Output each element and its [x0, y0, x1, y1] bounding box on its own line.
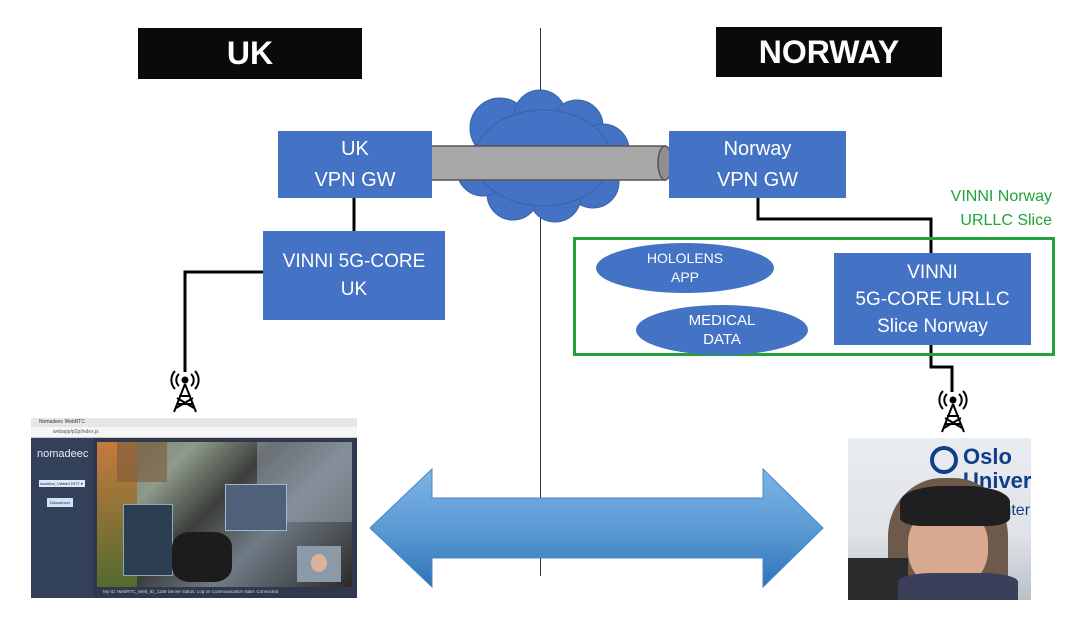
- norway-antenna-icon: [938, 390, 968, 433]
- no-core-line2: 5G-CORE URLLC: [855, 288, 1010, 310]
- hololens-headset: [900, 486, 1010, 526]
- slice-label-line1: VINNI Norway: [950, 188, 1052, 205]
- no-core-line3: Slice Norway: [877, 315, 988, 337]
- center-divider: [540, 28, 541, 576]
- uk-core-antenna-line: [183, 270, 263, 372]
- hololens-app-ellipse: HOLOLENS APP: [596, 243, 774, 293]
- uk-vpn-gw-box: UK VPN GW: [278, 131, 432, 198]
- oslo-logo-icon: [930, 446, 958, 474]
- uk-core-box: VINNI 5G-CORE UK: [263, 231, 445, 320]
- urllc-slice-boundary: [573, 237, 1055, 356]
- no-core-antenna-line: [929, 345, 954, 392]
- app-dropdown[interactable]: Isolation_Vlabed 1977 ▾: [39, 480, 85, 487]
- hololens-line2: APP: [670, 269, 699, 285]
- internet-cloud: [409, 89, 673, 223]
- uk-app-screenshot: Nomadeec WebRTC webapp/p2p/index.js noma…: [31, 418, 357, 598]
- browser-tab-title: Nomadeec WebRTC: [39, 419, 85, 425]
- hololens-line1: HOLOLENS: [646, 250, 724, 266]
- uk-antenna-icon: [170, 370, 200, 413]
- slice-label: VINNI Norway URLLC Slice: [880, 185, 1052, 233]
- medical-line2: DATA: [703, 331, 741, 348]
- uk-vpn-line2: VPN GW: [314, 168, 396, 191]
- no-vpn-line2: VPN GW: [716, 168, 799, 191]
- uk-header: UK: [138, 28, 362, 79]
- browser-tabbar: Nomadeec WebRTC: [31, 418, 357, 427]
- oslo-photo: Oslo Univer Inter: [848, 438, 1031, 600]
- medical-data-ellipse: MEDICAL DATA: [636, 305, 808, 355]
- status-bar: My ID: WebRTC_Web_ID_1159 Server status:…: [103, 589, 279, 594]
- app-logo: nomadeec: [37, 448, 89, 460]
- no-core-line1: VINNI: [907, 261, 958, 283]
- uk-core-line1: VINNI 5G-CORE: [282, 250, 426, 272]
- norway-vpn-gw-box: Norway VPN GW: [669, 131, 846, 198]
- norway-header: NORWAY: [716, 27, 942, 77]
- norway-core-box: VINNI 5G-CORE URLLC Slice Norway: [834, 253, 1031, 345]
- uk-core-line2: UK: [340, 278, 368, 300]
- pip-video: [297, 546, 341, 582]
- app-sidebar: nomadeec Isolation_Vlabed 1977 ▾ Disconn…: [31, 438, 93, 598]
- uk-vpn-line1: UK: [341, 137, 369, 160]
- vpn-tunnel: [409, 145, 666, 181]
- medical-line1: MEDICAL: [688, 312, 756, 329]
- browser-address: webapp/p2p/index.js: [53, 429, 99, 435]
- disconnect-button[interactable]: Disconnect: [47, 498, 73, 507]
- video-feed: [97, 442, 352, 587]
- slice-label-line2: URLLC Slice: [960, 212, 1052, 229]
- bidirectional-arrow: [370, 467, 824, 589]
- no-vpn-line1: Norway: [723, 137, 792, 160]
- oslo-sign-line1: Oslo: [963, 444, 1012, 469]
- no-vpn-core-line: [756, 198, 933, 253]
- browser-addressbar: webapp/p2p/index.js: [31, 427, 357, 438]
